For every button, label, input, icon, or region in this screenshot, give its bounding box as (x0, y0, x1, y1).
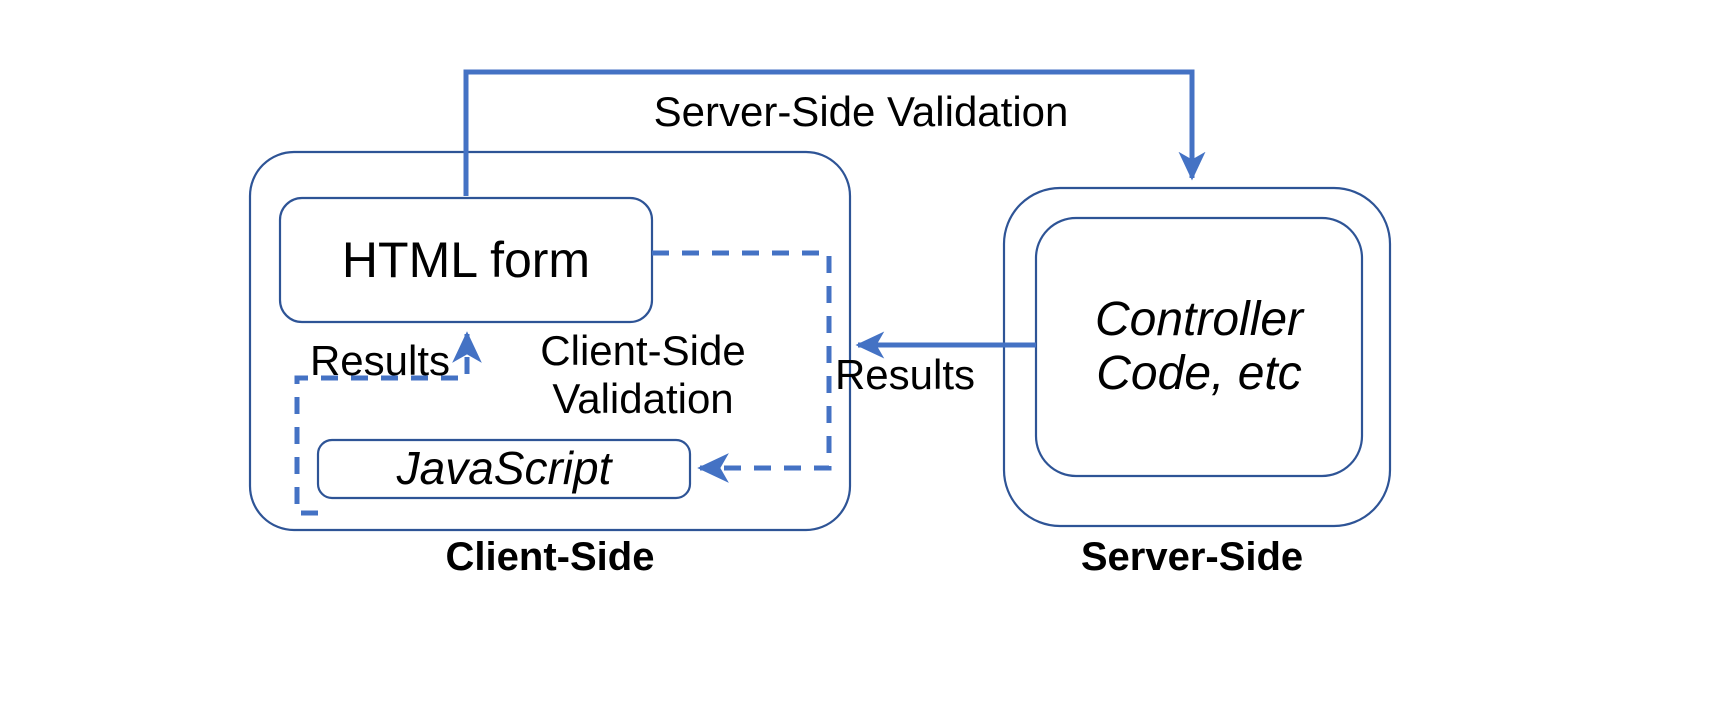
client-side-caption: Client-Side (445, 535, 655, 579)
client-side-container (248, 150, 852, 532)
client-results-arrow (294, 331, 482, 516)
client-results-label: Results (309, 337, 451, 384)
server-side-caption: Server-Side (1080, 535, 1304, 579)
server-side-validation-arrow (463, 69, 1206, 196)
server-side-container (1002, 186, 1392, 528)
client-side-validation-arrow (652, 250, 832, 483)
html-form-box[interactable] (278, 196, 654, 324)
client-side-validation-label: Client-Side Validation (540, 327, 746, 422)
controller-code-box[interactable] (1034, 216, 1364, 478)
javascript-box[interactable] (316, 438, 692, 500)
server-side-validation-label: Server-Side Validation (653, 88, 1069, 135)
server-results-label: Results (834, 351, 976, 398)
